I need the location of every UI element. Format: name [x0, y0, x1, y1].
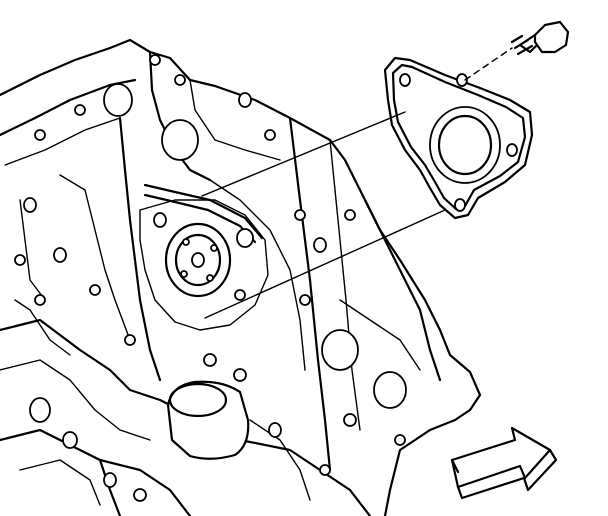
alignment-lines [201, 47, 513, 319]
camshaft-sprocket [139, 183, 269, 331]
bolt [510, 20, 570, 56]
gasket-plate [383, 56, 534, 220]
front-arrow-icon [450, 426, 558, 500]
oil-plug-cap [166, 380, 250, 460]
engine-block [0, 38, 482, 516]
